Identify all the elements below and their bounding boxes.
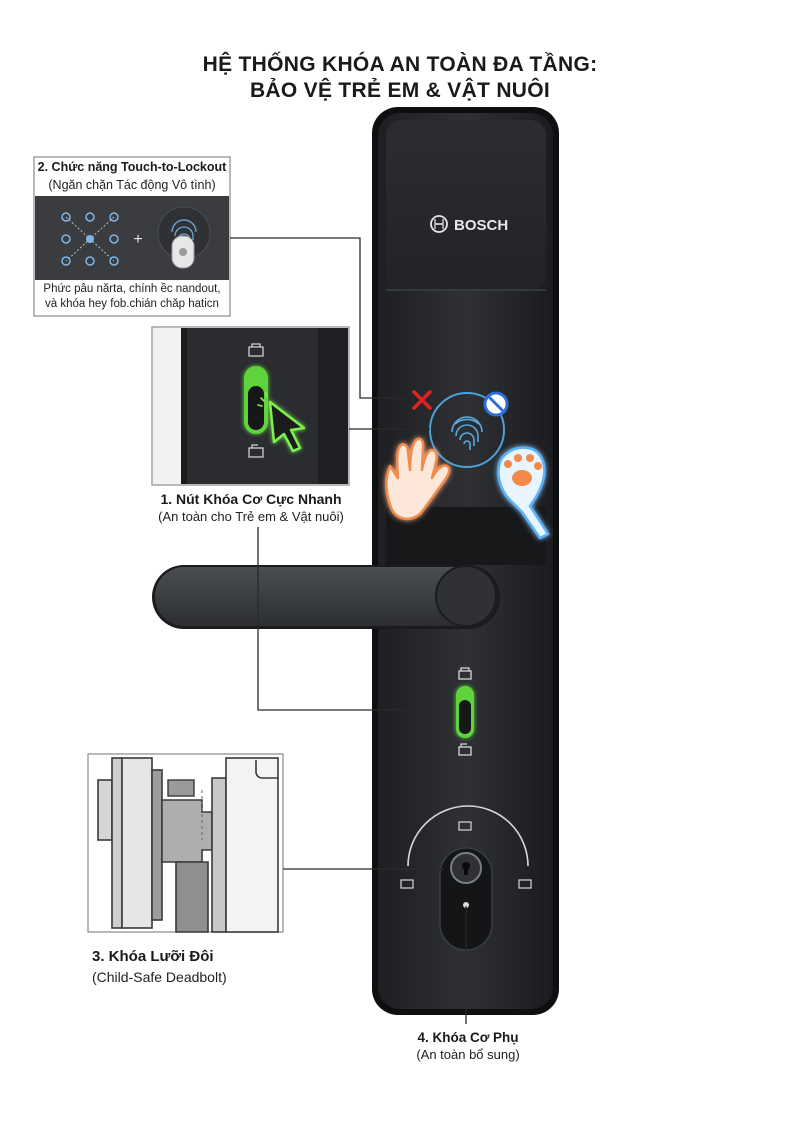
fingerprint-sensor [429, 392, 505, 468]
top-panel [386, 120, 546, 290]
key-cylinder [400, 805, 532, 951]
door-handle [152, 565, 500, 629]
callout-aux-lock-subtitle: (An toàn bổ sung) [416, 1047, 520, 1062]
lock-closed-icon [458, 821, 472, 831]
description-line-2: và khóa hey fob.chián chăp haticn [45, 298, 219, 310]
lock-closed-icon [458, 667, 472, 680]
callout-aux-lock-title: 4. Khóa Cơ Phụ [417, 1030, 519, 1045]
brand-name: BOSCH [454, 217, 508, 234]
x-mark-icon [412, 390, 432, 410]
keypad-pattern-icon [61, 212, 119, 266]
callout-quick-lock-box [151, 326, 350, 486]
no-entry-icon [483, 391, 509, 417]
fingerprint-icon [451, 416, 483, 450]
callout-quick-lock-title: 1. Nút Khóa Cơ Cực Nhanh [160, 491, 342, 507]
description-line-1: Phức pâu nărta, chính ềc nandout, [43, 283, 221, 295]
page-title: HỆ THỐNG KHÓA AN TOÀN ĐA TẦNG: BẢO VỆ TR… [0, 52, 800, 104]
lock-slider [456, 667, 474, 756]
keyhole-icon [462, 862, 470, 875]
plus-sign: + [133, 231, 142, 248]
lock-open-icon [518, 879, 532, 889]
brand-logo: BOSCH [430, 215, 508, 234]
lock-open-icon [248, 444, 264, 458]
lock-open-icon [458, 743, 472, 756]
callout-deadbolt-subtitle: (Child-Safe Deadbolt) [92, 969, 227, 985]
lock-open-icon [400, 879, 414, 889]
lock-closed-icon [248, 343, 264, 357]
callout-quick-lock-subtitle: (An toàn cho Trẻ em & Vật nuôi) [158, 509, 344, 524]
title-line-2: BẢO VỆ TRẺ EM & VẬT NUÔI [249, 79, 551, 102]
callout-deadbolt-title: 3. Khóa Lưỡi Đôi [92, 948, 214, 965]
lock-body [372, 107, 559, 1015]
title-line-1: HỆ THỐNG KHÓA AN TOÀN ĐA TẦNG: [202, 53, 598, 76]
callout-touch-lockout-description: Phức pâu nărta, chính ềc nandout, và khó… [34, 282, 230, 312]
paw-icon [497, 446, 550, 540]
callout-touch-lockout-title: 2. Chức năng Touch-to-Lockout [37, 160, 227, 174]
leader-lines [230, 237, 467, 1024]
callout-touch-lockout-box: + [33, 156, 231, 317]
callout-touch-lockout-subtitle: (Ngăn chặn Tác động Vô tình) [48, 178, 216, 192]
callout-deadbolt-box [87, 753, 284, 933]
cursor-icon [268, 400, 306, 453]
hand-icon [385, 437, 451, 521]
key-fob-icon [171, 235, 195, 269]
